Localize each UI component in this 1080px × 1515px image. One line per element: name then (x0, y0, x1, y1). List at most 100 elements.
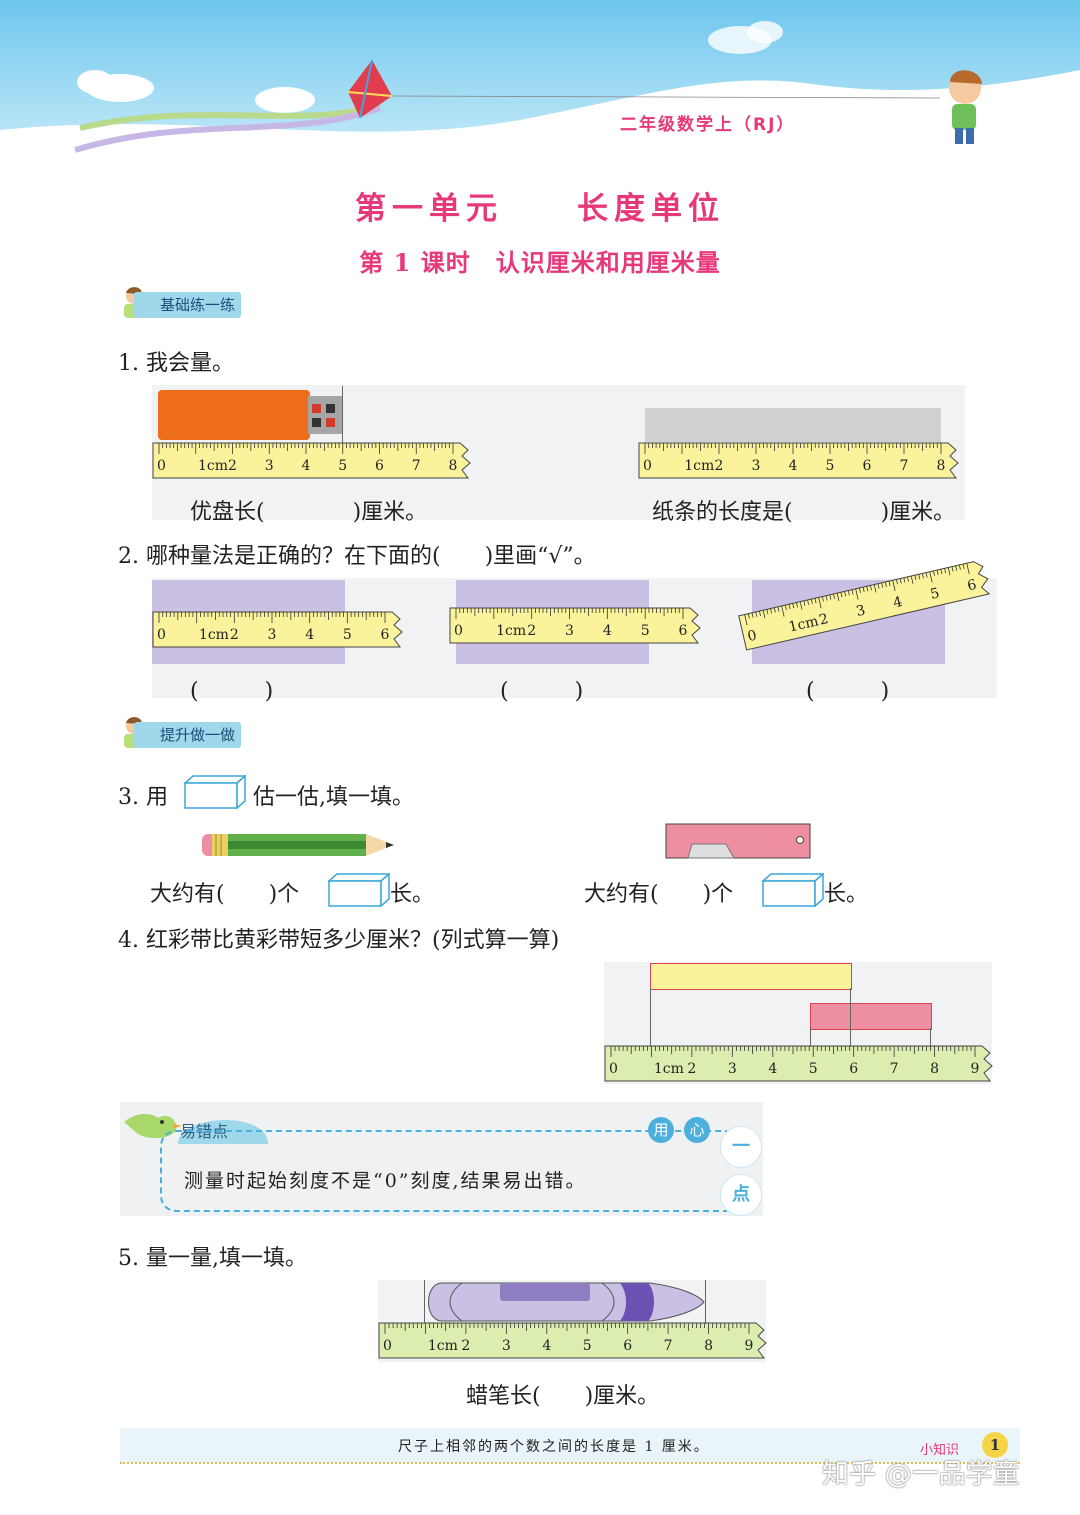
ruler-number: 8 (704, 1338, 713, 1354)
q3-caption-a-prefix: 大约有( )个 (150, 882, 300, 907)
ruler-number: 0 (609, 1061, 618, 1077)
footer-label: 小知识 (920, 1443, 960, 1458)
ruler-number: 9 (745, 1338, 754, 1354)
page-number: 1 (982, 1432, 1008, 1458)
ruler-tick (755, 611, 758, 617)
ruler-number: 1cm (496, 623, 526, 639)
ruler-tick (747, 613, 750, 619)
ruler-number: 0 (746, 628, 758, 646)
ruler-tick (873, 584, 877, 593)
box-icon (762, 873, 824, 907)
ruler-tick (925, 572, 928, 578)
ruler-number: 0 (643, 458, 652, 474)
ruler-number: 6 (679, 623, 688, 639)
ruler-number: 2 (687, 1061, 696, 1077)
usb-connector (308, 396, 342, 434)
ruler-tick (770, 608, 773, 614)
ruler-tick (814, 598, 817, 604)
kite-icon (348, 60, 392, 118)
lesson-title: 第 1 课时 认识厘米和用厘米量 (359, 248, 721, 277)
ruler-number: 6 (381, 627, 390, 643)
tip-badge-3: 一 (720, 1126, 762, 1168)
ruler-tick (744, 614, 748, 626)
ruler-number: 8 (937, 458, 946, 474)
q2-answer-a[interactable]: ( ) (190, 679, 274, 704)
ruler-tick (877, 583, 880, 589)
ruler-tick (921, 573, 924, 579)
pencil-icon (202, 834, 394, 856)
ruler-number: 6 (966, 577, 978, 595)
ruler-body (604, 1045, 993, 1082)
ruler-number: 3 (752, 458, 761, 474)
ruler-number: 3 (268, 627, 277, 643)
ruler-tick (836, 593, 840, 601)
q2-answer-b[interactable]: ( ) (500, 679, 584, 704)
q1-stem: 1. 我会量。 (118, 351, 234, 376)
ruler-tick (803, 600, 806, 606)
ruler-number: 4 (542, 1338, 551, 1354)
q5-stem: 5. 量一量,填一填。 (118, 1246, 307, 1271)
ruler-number: 5 (809, 1061, 818, 1077)
q2-answer-c[interactable]: ( ) (806, 679, 890, 704)
ruler-body (378, 1322, 767, 1359)
ruler-number: 1cm (198, 458, 228, 474)
ruler-tick (870, 585, 873, 591)
ruler-tick (792, 603, 795, 609)
ruler-tick (844, 591, 847, 597)
ruler-tick (884, 581, 887, 587)
ruler-number: 1cm (684, 458, 714, 474)
ruler-number: 7 (412, 458, 421, 474)
q3-stem-suffix: 估一估,填一填。 (253, 785, 414, 810)
tip-frame (160, 1130, 727, 1212)
ruler-tick (821, 596, 824, 602)
ruler-number: 0 (157, 458, 166, 474)
watermark: 知乎 @一品学童 (822, 1459, 1020, 1490)
ruler-tick (914, 575, 917, 581)
ruler-tick (951, 566, 954, 572)
ruler-number: 5 (826, 458, 835, 474)
ruler-tick (788, 604, 791, 610)
ruler-number: 9 (971, 1061, 980, 1077)
ruler-tick (862, 587, 865, 593)
ruler-tick (825, 595, 828, 601)
ruler-tick (962, 563, 965, 570)
ruler-number: 3 (265, 458, 274, 474)
ruler-number: 0 (157, 627, 166, 643)
ruler-tick (940, 569, 943, 575)
ruler-number: 2 (228, 458, 237, 474)
ruler-number: 8 (449, 458, 458, 474)
tip-badge-4: 点 (720, 1174, 762, 1216)
ruler-tick (936, 569, 939, 575)
ruler-tick (933, 570, 935, 576)
ruler-number: 5 (583, 1338, 592, 1354)
ruler-number: 4 (302, 458, 311, 474)
ruler-tick (910, 575, 914, 584)
q3-caption-a-suffix: 长。 (390, 882, 435, 907)
yellow-ribbon (650, 963, 852, 990)
q5-caption: 蜡笔长( )厘米。 (466, 1384, 660, 1409)
ruler-tick (847, 590, 850, 596)
ruler-tick (818, 597, 822, 609)
ruler-tick (855, 588, 859, 600)
tip-badge-2: 心 (684, 1117, 710, 1143)
ruler-tick (881, 582, 884, 588)
ruler-tick (929, 571, 933, 583)
ruler-number: 2 (715, 458, 724, 474)
ruler-number: 5 (338, 458, 347, 474)
ruler-number: 3 (728, 1061, 737, 1077)
ruler-tick (851, 589, 854, 595)
ruler-number: 6 (623, 1338, 632, 1354)
ruler-tick (892, 580, 896, 592)
q1-usb-caption: 优盘长( )厘米。 (190, 500, 428, 525)
q1-paper-caption: 纸条的长度是( )厘米。 (652, 500, 956, 525)
ruler-number: 0 (454, 623, 463, 639)
ruler-number: 3 (855, 602, 867, 620)
ruler-tick (810, 598, 813, 605)
ruler-number: 5 (343, 627, 352, 643)
ruler-tick (829, 594, 832, 600)
ruler-number: 2 (818, 611, 830, 629)
ruler-number: 7 (664, 1338, 673, 1354)
ruler-tick (796, 602, 798, 608)
